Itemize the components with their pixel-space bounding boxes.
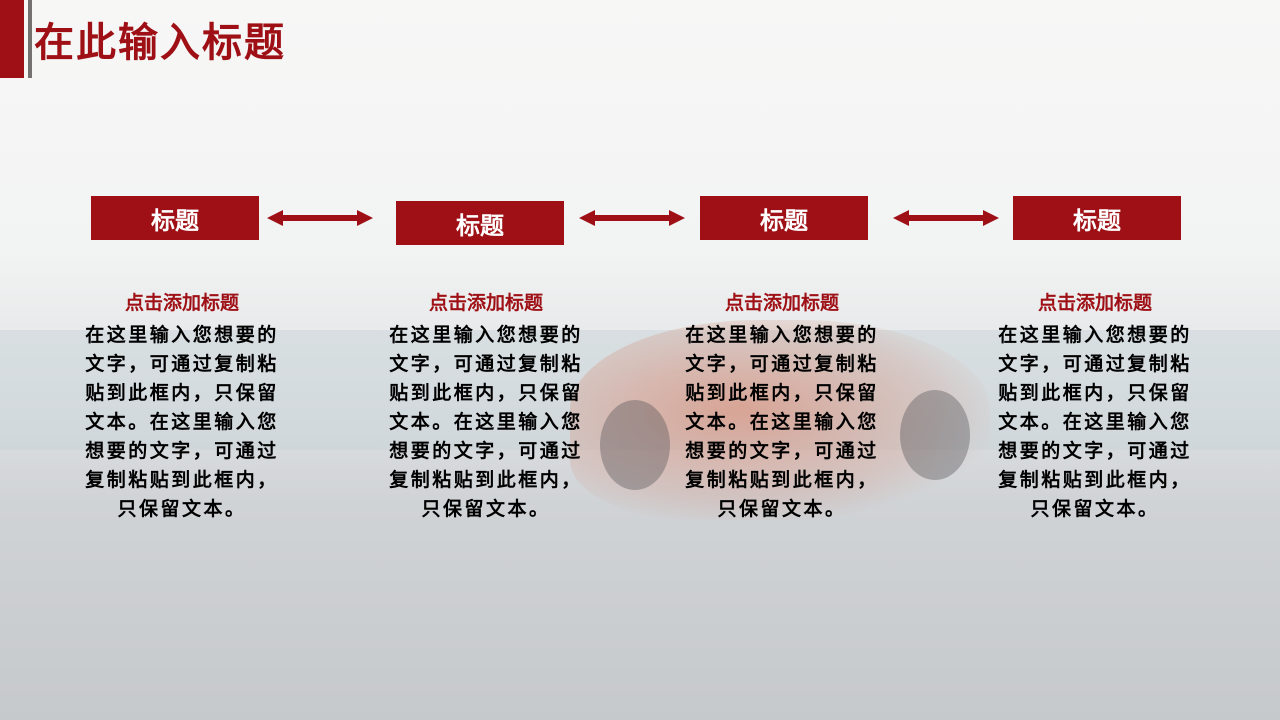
double-arrow-icon xyxy=(893,210,999,226)
step-body: 在这里输入您想要的文字，可通过复制粘贴到此框内，只保留文本。在这里输入您想要的文… xyxy=(389,324,583,520)
background-car-wheel xyxy=(900,390,970,480)
step-body: 在这里输入您想要的文字，可通过复制粘贴到此框内，只保留文本。在这里输入您想要的文… xyxy=(685,324,879,520)
step-heading: 点击添加标题 xyxy=(1037,292,1152,314)
step-title-box-4: 标题 xyxy=(1013,196,1181,240)
step-heading: 点击添加标题 xyxy=(124,292,239,314)
title-accent-bar xyxy=(0,0,24,78)
step-title-box-2: 标题 xyxy=(396,201,564,245)
background-car-image xyxy=(570,320,990,520)
double-arrow-icon xyxy=(579,210,685,226)
step-column-3: 点击添加标题 在这里输入您想要的文字，可通过复制粘贴到此框内，只保留文本。在这里… xyxy=(682,291,882,524)
step-column-2: 点击添加标题 在这里输入您想要的文字，可通过复制粘贴到此框内，只保留文本。在这里… xyxy=(386,291,586,524)
step-heading: 点击添加标题 xyxy=(428,292,543,314)
step-column-1: 点击添加标题 在这里输入您想要的文字，可通过复制粘贴到此框内，只保留文本。在这里… xyxy=(82,291,282,524)
title-divider-line xyxy=(28,0,32,78)
step-title-box-3: 标题 xyxy=(700,196,868,240)
step-body: 在这里输入您想要的文字，可通过复制粘贴到此框内，只保留文本。在这里输入您想要的文… xyxy=(85,324,279,520)
page-title: 在此输入标题 xyxy=(34,19,286,66)
step-column-4: 点击添加标题 在这里输入您想要的文字，可通过复制粘贴到此框内，只保留文本。在这里… xyxy=(995,291,1195,524)
step-heading: 点击添加标题 xyxy=(724,292,839,314)
double-arrow-icon xyxy=(267,210,373,226)
step-body: 在这里输入您想要的文字，可通过复制粘贴到此框内，只保留文本。在这里输入您想要的文… xyxy=(998,324,1192,520)
background-car-wheel xyxy=(600,400,670,490)
step-title-box-1: 标题 xyxy=(91,196,259,240)
